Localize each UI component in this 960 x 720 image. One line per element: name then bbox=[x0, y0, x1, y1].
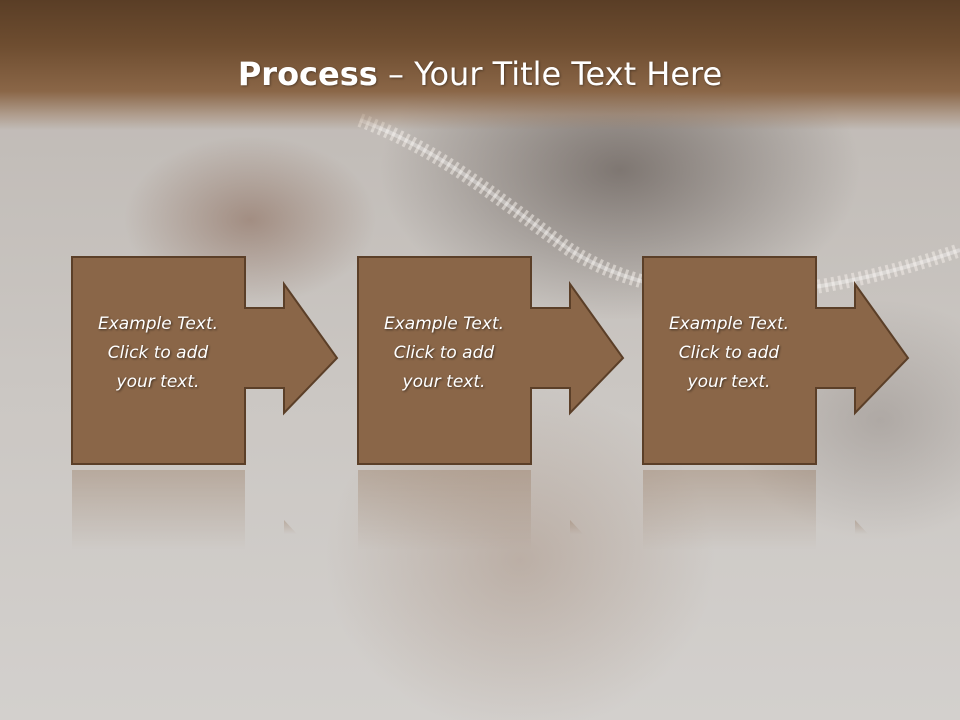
title-rest: – Your Title Text Here bbox=[377, 55, 723, 93]
step-reflection bbox=[358, 470, 583, 550]
step-text[interactable]: Example Text. Click to add your text. bbox=[668, 314, 790, 392]
lace-decoration bbox=[357, 113, 960, 301]
step-text[interactable]: Example Text. Click to add your text. bbox=[97, 314, 219, 392]
step-reflection bbox=[72, 470, 297, 550]
process-step-1[interactable]: Example Text. Click to add your text. bbox=[71, 256, 411, 476]
step-arrow-shape bbox=[71, 256, 339, 465]
title-bold: Process bbox=[237, 55, 378, 93]
process-step-3[interactable]: Example Text. Click to add your text. bbox=[642, 256, 960, 476]
step-text[interactable]: Example Text. Click to add your text. bbox=[383, 314, 505, 392]
title-bar bbox=[0, 0, 960, 130]
step-arrow-shape bbox=[357, 256, 625, 465]
slide-title[interactable]: Process – Your Title Text Here bbox=[0, 52, 960, 96]
step-arrow-shape bbox=[642, 256, 910, 465]
step-reflection bbox=[643, 470, 868, 550]
process-step-2[interactable]: Example Text. Click to add your text. bbox=[357, 256, 697, 476]
